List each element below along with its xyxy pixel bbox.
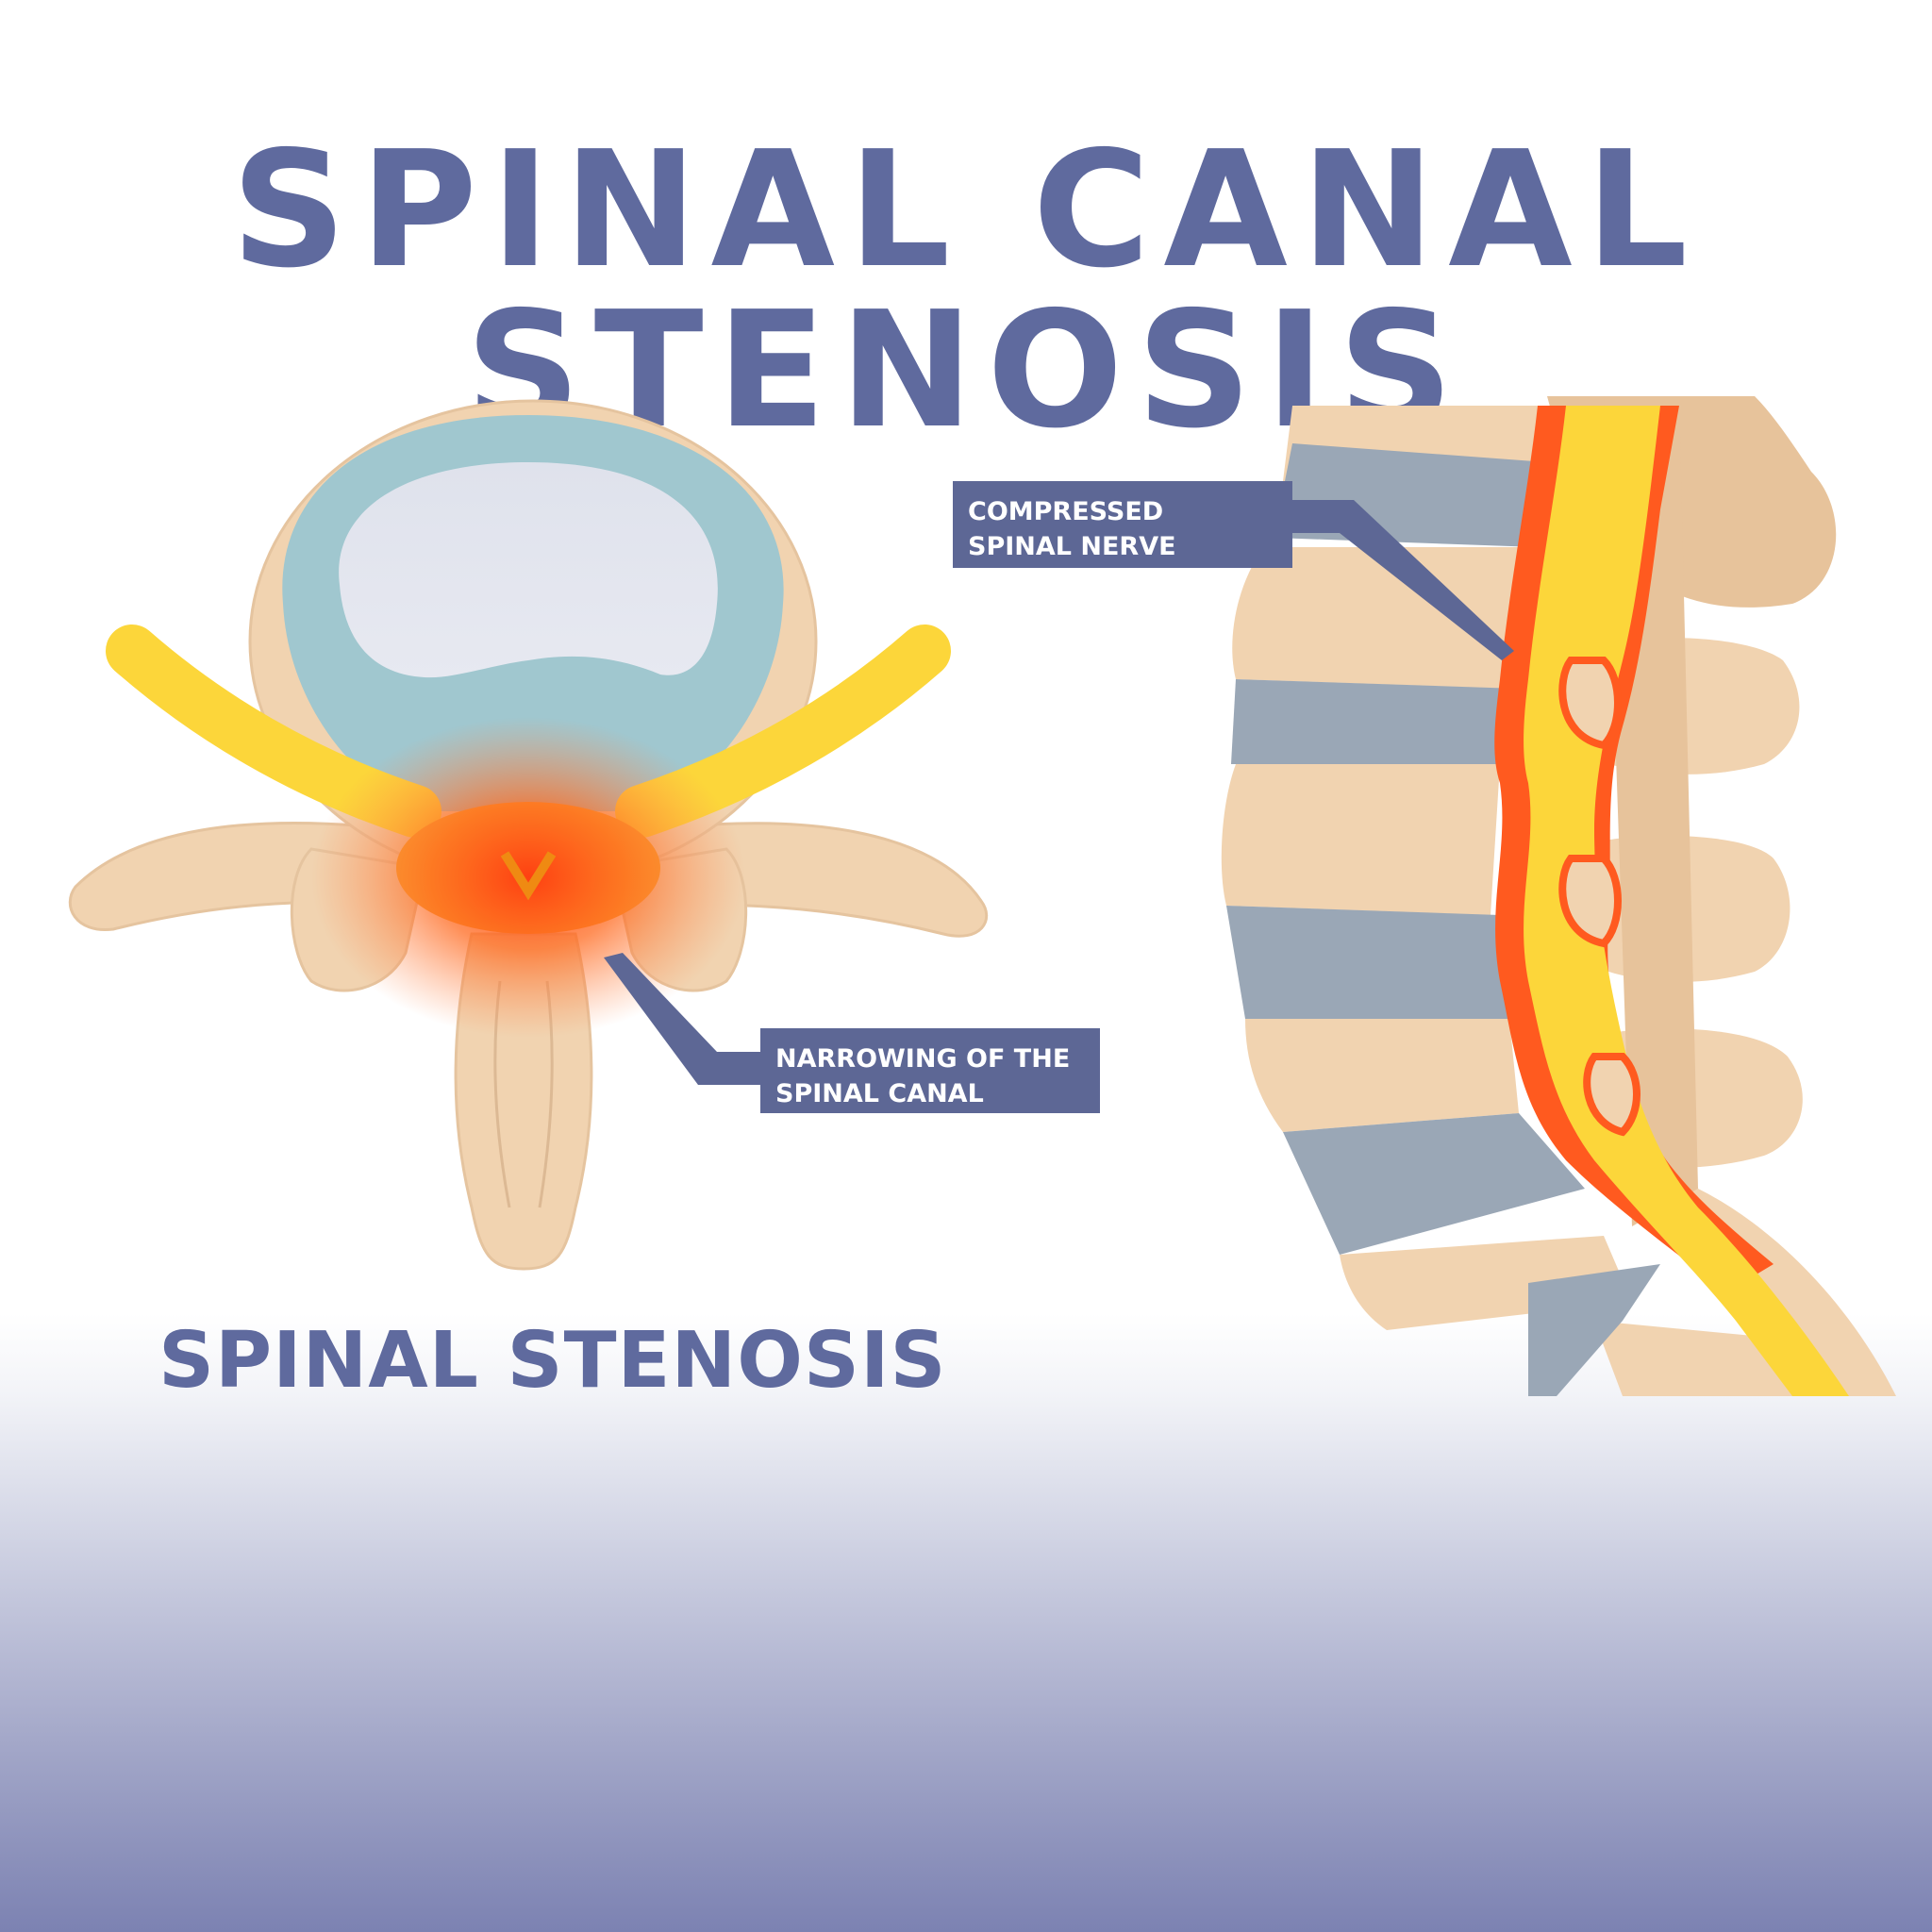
vertebra-2 [1232, 547, 1528, 689]
vertebra-3 [1221, 764, 1500, 915]
disc-4 [1283, 1113, 1585, 1255]
disc-2 [1231, 679, 1519, 764]
disc-5 [1528, 1264, 1660, 1396]
disc-nucleus [339, 462, 718, 678]
compressed-nerve-callout: COMPRESSED SPINAL NERVE [953, 481, 1292, 568]
diagram-caption: SPINAL STENOSIS [158, 1316, 947, 1406]
sagittal-spine [1221, 396, 1896, 1396]
inflammation-glow [311, 717, 745, 1038]
disc-3 [1226, 906, 1509, 1019]
vertebra-4 [1245, 1019, 1519, 1132]
page-title: SPINAL CANAL STENOSIS [230, 117, 1702, 464]
bulge-3 [1583, 1053, 1641, 1137]
narrowing-pointer [604, 953, 760, 1085]
spinal-cord [1524, 406, 1849, 1396]
axial-vertebra [68, 399, 989, 1271]
bulge-1 [1558, 657, 1622, 750]
narrowing-canal-callout: NARROWING OF THE SPINAL CANAL [760, 1028, 1100, 1113]
bulge-2 [1558, 855, 1622, 948]
compressed-pointer [1292, 500, 1514, 660]
